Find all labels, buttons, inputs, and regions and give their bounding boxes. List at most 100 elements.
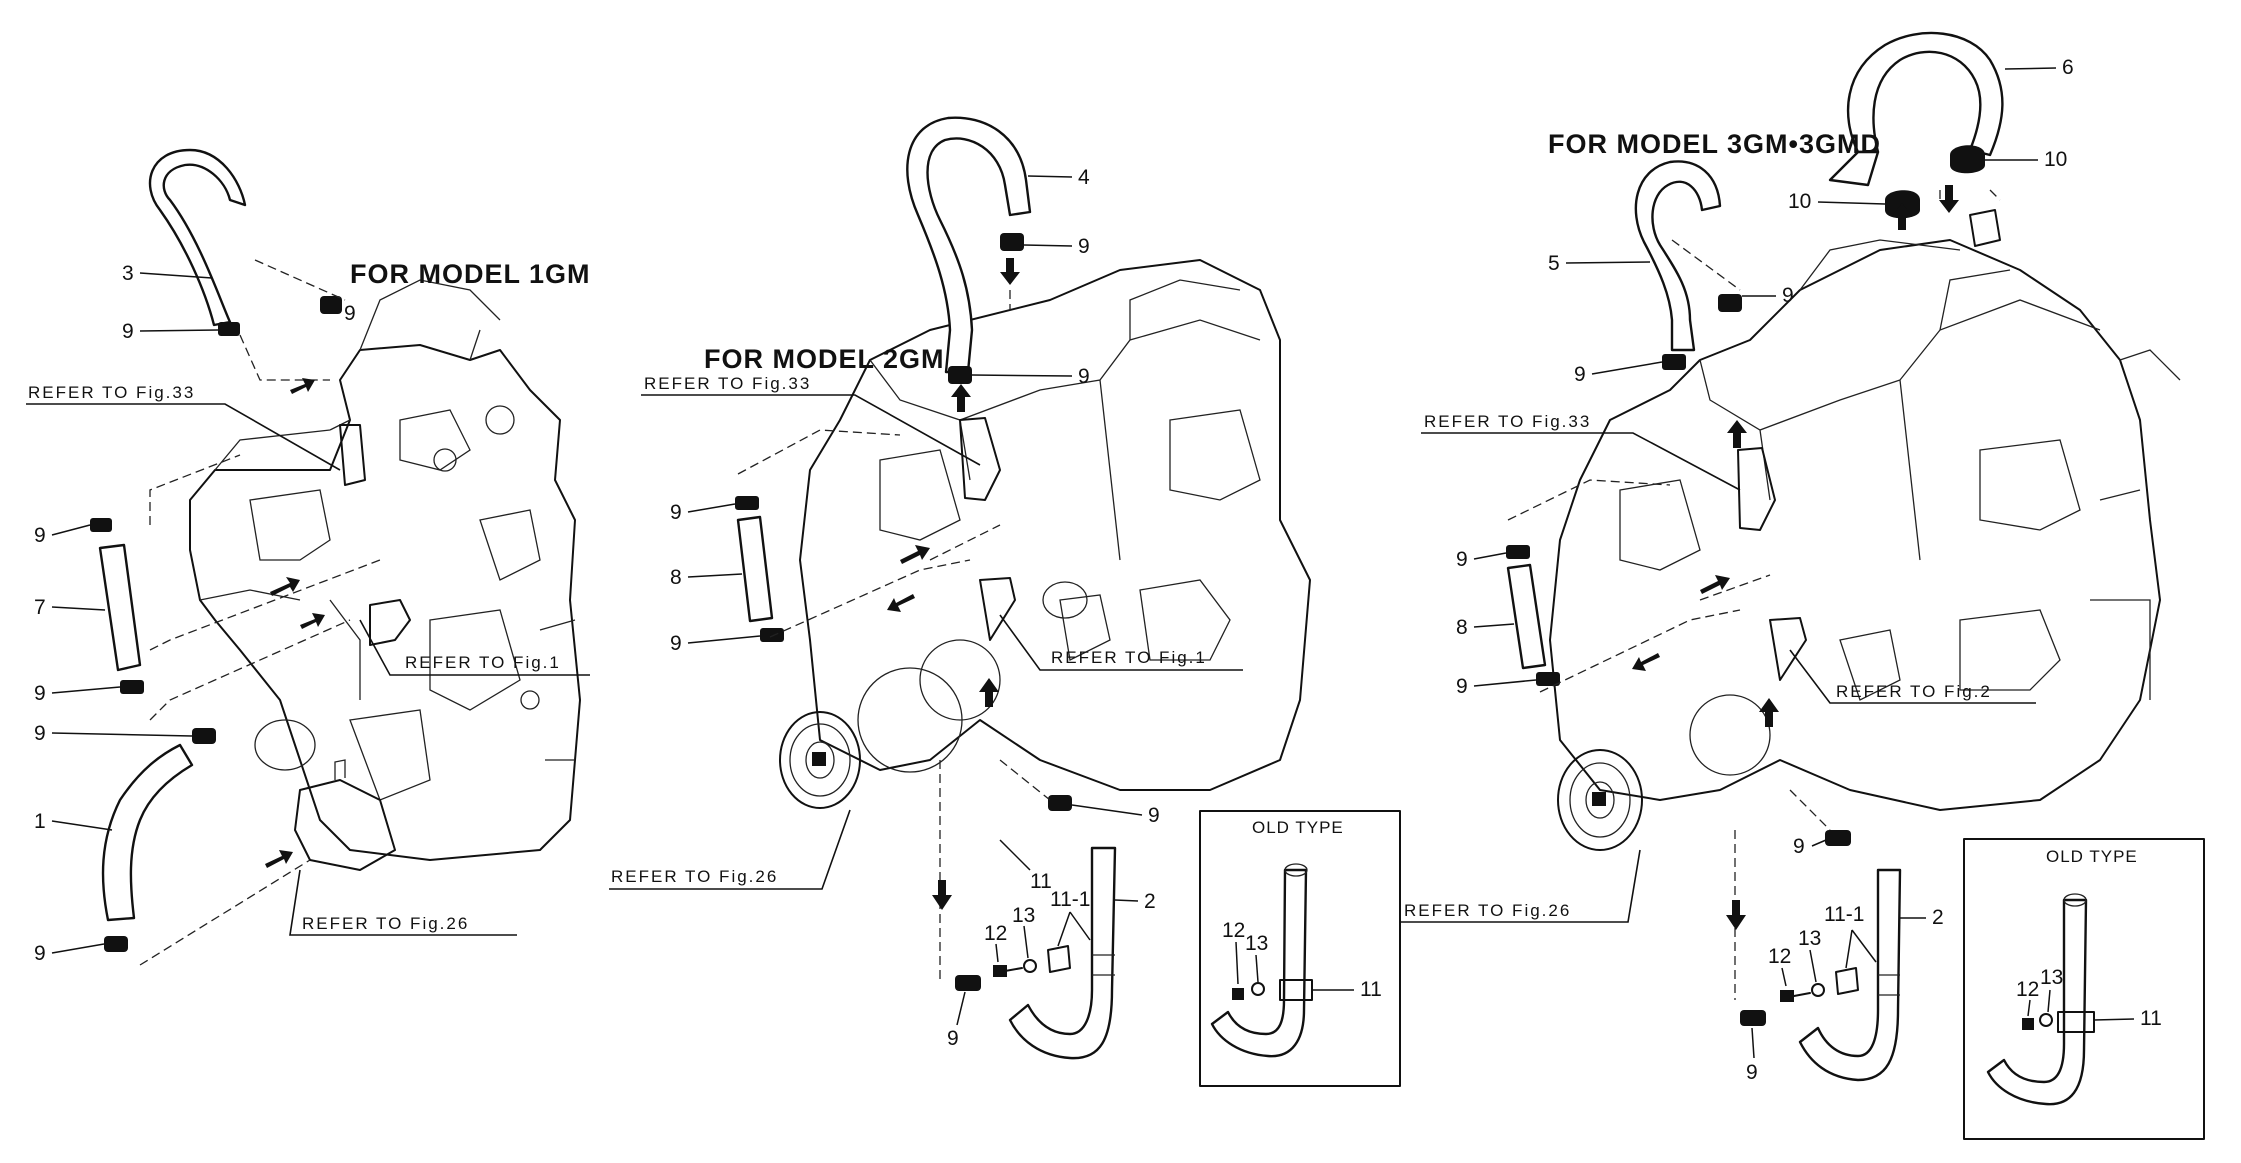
part-number-8: 8 [1456,616,1468,639]
ref-fig33-3gm: REFER TO Fig.33 [1421,412,1741,491]
part-number-9: 9 [34,942,46,965]
ref-fig26-1gm: REFER TO Fig.26 [289,869,517,936]
part-number-11: 11 [1030,870,1052,893]
hose-2-3gm-icon [1798,868,1902,1082]
bolt-icon [993,945,1071,977]
part-number-9: 9 [344,302,356,325]
hose-8-3gm-icon [1506,563,1547,670]
hose-1-icon [101,743,194,922]
bolt-3gm-icon [1780,967,1859,1002]
fitting-2gm-icon [959,417,1016,641]
part-number-9: 9 [122,320,134,343]
hose-6-icon [1828,31,2004,187]
ref-fig26-3gm: REFER TO Fig.26 [1401,849,1641,923]
part-number-9: 9 [670,501,682,524]
hose-8-icon [736,515,774,623]
part-number-12: 12 [2016,978,2039,1001]
part-number-13: 13 [1798,927,1821,950]
part-number-5: 5 [1548,252,1560,275]
clamp-9-2gm-icon [735,233,1072,991]
hose-2-icon [1008,846,1117,1060]
ref-fig26-2gm: REFER TO Fig.26 [609,809,851,890]
title-model-2gm: FOR MODEL 2GM [704,344,945,374]
part-number-1: 1 [34,810,46,833]
part-number-12: 12 [1222,919,1245,942]
clamp-9-3gm-icon [1506,294,1851,1026]
ref-fig33-1gm-label: REFER TO Fig.33 [28,383,195,402]
pulley-icon [779,711,861,809]
part-number-13: 13 [1245,932,1268,955]
part-number-12: 12 [1768,945,1791,968]
old-type-label: OLD TYPE [1252,818,1344,837]
engine-block-1gm-icon [189,279,581,861]
hose-3-icon [148,148,247,327]
ref-fig33-2gm: REFER TO Fig.33 [641,374,981,466]
flow-arrow-icon [887,258,1020,910]
callouts-2gm: 4 9 9 9 8 9 9 2 11 11-1 12 13 9 [670,166,1160,1050]
hose-7-icon [98,543,142,672]
part-number-9: 9 [1782,284,1794,307]
flow-lines-2gm [737,290,1051,980]
ref-fig26-3gm-label: REFER TO Fig.26 [1404,901,1571,920]
part-number-9: 9 [1148,804,1160,827]
ref-fig33-2gm-label: REFER TO Fig.33 [644,374,811,393]
old-type-box-2gm: OLD TYPE 12 13 11 [1199,810,1401,1087]
part-number-10: 10 [1788,190,1811,213]
part-number-9: 9 [1078,365,1090,388]
part-number-9: 9 [947,1027,959,1050]
flow-lines-1gm [139,259,381,966]
part-number-9: 9 [34,722,46,745]
flow-lines-3gm [1507,189,2001,1000]
flow-arrow-icon [265,378,325,868]
engine-block-2gm-icon [799,259,1311,791]
part-number-9: 9 [1456,548,1468,571]
flow-arrow-icon [1632,185,1959,930]
part-number-13: 13 [2040,966,2063,989]
old-type-label: OLD TYPE [2046,847,2138,866]
part-number-13: 13 [1012,904,1035,927]
part-number-11: 11 [1360,978,1382,1001]
fitting-3gm-icon [1737,209,2001,681]
callouts-3gm: 6 10 10 5 9 9 9 8 9 9 2 11-1 12 13 9 [1456,56,2074,1084]
ref-fig1-1gm: REFER TO Fig.1 [359,619,590,676]
hose-4-icon [906,116,1032,374]
part-number-9: 9 [34,524,46,547]
clamp-9-icon [90,296,342,952]
part-number-11-1: 11-1 [1824,903,1864,926]
ref-fig1-2gm: REFER TO Fig.1 [999,614,1243,671]
part-number-12: 12 [984,922,1007,945]
ref-fig2-3gm-label: REFER TO Fig.2 [1836,682,1992,701]
part-number-9: 9 [1456,675,1468,698]
part-number-9: 9 [1078,235,1090,258]
part-number-9: 9 [1574,363,1586,386]
part-number-10: 10 [2044,148,2067,171]
callouts-1gm: 3 9 9 9 7 9 9 1 9 [34,262,356,965]
ref-fig26-1gm-label: REFER TO Fig.26 [302,914,469,933]
ref-fig26-2gm-label: REFER TO Fig.26 [611,867,778,886]
ref-fig33-3gm-label: REFER TO Fig.33 [1424,412,1591,431]
part-number-9: 9 [670,632,682,655]
part-number-11: 11 [2140,1007,2162,1030]
part-number-2: 2 [1144,890,1156,913]
part-number-9: 9 [1793,835,1805,858]
ref-fig1-2gm-label: REFER TO Fig.1 [1051,648,1207,667]
hose-5-icon [1634,160,1722,352]
part-number-7: 7 [34,596,46,619]
pulley-3gm-icon [1557,749,1643,851]
ref-fig2-3gm: REFER TO Fig.2 [1789,649,2036,704]
old-type-box-3gm: OLD TYPE 12 13 11 [1963,838,2205,1140]
ref-fig33-1gm: REFER TO Fig.33 [26,383,341,471]
part-number-2: 2 [1932,906,1944,929]
part-number-11-1: 11-1 [1050,888,1090,911]
part-number-9: 9 [34,682,46,705]
engine-block-3gm-icon [1549,239,2181,811]
title-model-3gm: FOR MODEL 3GM•3GMD [1548,129,1881,159]
part-number-9: 9 [1746,1061,1758,1084]
title-model-1gm: FOR MODEL 1GM [350,259,591,289]
part-number-6: 6 [2062,56,2074,79]
part-number-8: 8 [670,566,682,589]
part-number-3: 3 [122,262,134,285]
part-number-4: 4 [1078,166,1090,189]
ref-fig1-1gm-label: REFER TO Fig.1 [405,653,561,672]
